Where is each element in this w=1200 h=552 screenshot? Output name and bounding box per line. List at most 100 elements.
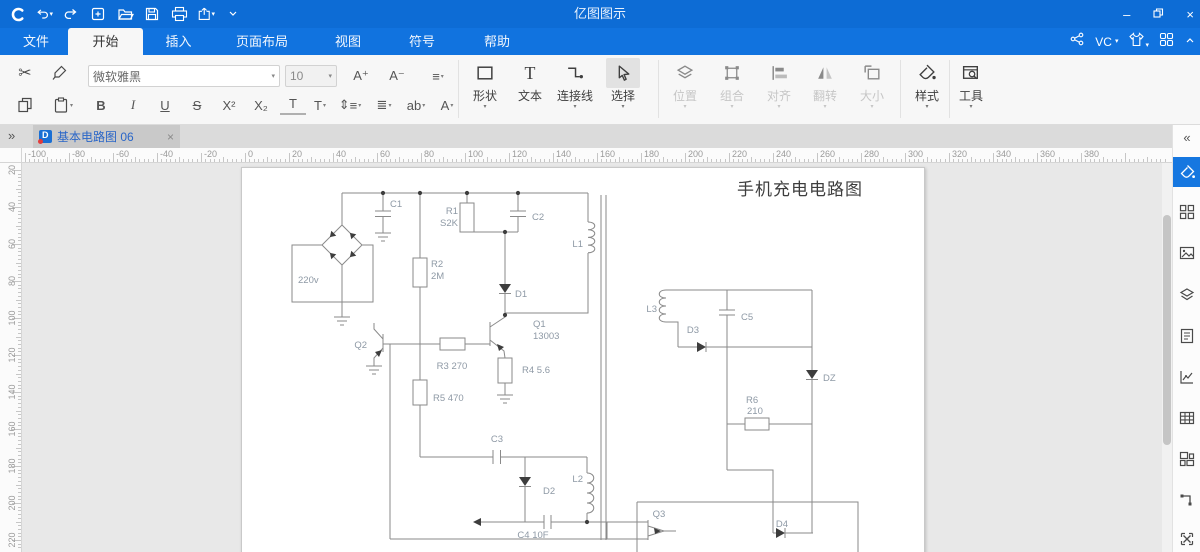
- sidebar-table-icon[interactable]: [1173, 406, 1200, 430]
- select-tool-button[interactable]: 选择▾: [600, 58, 646, 122]
- save-button[interactable]: [143, 5, 161, 23]
- shrink-font-button[interactable]: A⁻: [389, 68, 405, 83]
- size-button[interactable]: 大小▾: [849, 58, 895, 122]
- account-button[interactable]: VC▾: [1095, 34, 1119, 49]
- tab-close-icon[interactable]: ×: [166, 129, 174, 144]
- share-icon[interactable]: [1069, 31, 1085, 52]
- tab-list-expand-icon[interactable]: »: [8, 128, 16, 143]
- group-button[interactable]: 组合▾: [709, 58, 755, 122]
- ruler-tick: [214, 159, 216, 162]
- ruler-tick: [121, 159, 123, 162]
- document-tab[interactable]: 基本电路图 06 ×: [33, 125, 180, 148]
- apps-grid-icon[interactable]: [1159, 32, 1174, 52]
- font-size-select[interactable]: 10▾: [285, 65, 337, 87]
- ruler-tick: [12, 540, 21, 541]
- ruler-tick: [830, 159, 832, 162]
- text-color-button[interactable]: T: [280, 93, 306, 115]
- underline-button[interactable]: U: [160, 97, 170, 113]
- ribbon-toolbar: ✂ ▾ 微软雅黑▾ 10▾ A⁺ A⁻ ≡▾ B I U S X² X₂ T T…: [0, 55, 1200, 125]
- align-text-button[interactable]: ≡▾: [432, 68, 444, 84]
- drawing-canvas[interactable]: 手机充电电路图: [22, 163, 1162, 552]
- ruler-tick: [869, 159, 871, 162]
- ruler-tick: [18, 358, 21, 360]
- position-button[interactable]: 位置▾: [662, 58, 708, 122]
- redo-button[interactable]: [62, 5, 80, 23]
- shape-tool-button[interactable]: 形状▾: [462, 58, 508, 122]
- circuit-label: 220v: [298, 275, 319, 286]
- ruler-tick: [148, 159, 150, 162]
- open-file-button[interactable]: [116, 5, 134, 23]
- sidebar-layers-icon[interactable]: [1173, 283, 1200, 307]
- change-case-button[interactable]: T▾: [314, 97, 326, 113]
- scrollbar-thumb[interactable]: [1163, 215, 1171, 445]
- sidebar-note-icon[interactable]: [1173, 324, 1200, 348]
- ruler-tick: [698, 159, 700, 162]
- minimize-button[interactable]: –: [1123, 6, 1131, 22]
- italic-button[interactable]: I: [130, 97, 136, 112]
- ruler-tick: [438, 159, 440, 162]
- sidebar-chart-icon[interactable]: [1173, 365, 1200, 389]
- sidebar-resize-arrows-icon[interactable]: [1173, 527, 1200, 551]
- ruler-tick: [267, 157, 268, 162]
- ruler-tick: [583, 159, 585, 162]
- ruler-label: 140: [7, 384, 17, 400]
- sidebar-connector-icon[interactable]: [1173, 488, 1200, 512]
- ruler-tick: [403, 159, 405, 162]
- bullet-list-button[interactable]: ≣▾: [376, 97, 392, 112]
- menu-symbols[interactable]: 符号: [408, 34, 435, 49]
- line-spacing-button[interactable]: ⇕≡▾: [338, 97, 362, 113]
- customize-toolbar-chevron[interactable]: [224, 5, 242, 23]
- export-button[interactable]: ▾: [197, 5, 215, 23]
- sidebar-collapse-icon[interactable]: «: [1183, 130, 1191, 145]
- sidebar-image-icon[interactable]: [1173, 241, 1200, 265]
- diode-D2: [519, 477, 531, 486]
- style-button[interactable]: 样式▾: [905, 58, 949, 122]
- menu-page-layout[interactable]: 页面布局: [235, 34, 288, 49]
- ruler-tick: [1023, 159, 1025, 162]
- ruler-tick: [605, 159, 607, 162]
- cut-button[interactable]: ✂: [18, 65, 32, 82]
- ruler-tick: [504, 159, 506, 162]
- menu-home[interactable]: 开始: [68, 28, 143, 55]
- highlight-button[interactable]: ab▾: [406, 97, 426, 113]
- paste-button[interactable]: ▾: [46, 93, 80, 117]
- print-button[interactable]: [170, 5, 188, 23]
- ruler-tick: [685, 153, 686, 162]
- undo-button[interactable]: ▾: [35, 5, 53, 23]
- copy-button[interactable]: [12, 93, 38, 117]
- font-color-button[interactable]: A▾: [440, 97, 454, 113]
- theme-icon[interactable]: ▾: [1128, 31, 1149, 52]
- strikethrough-button[interactable]: S: [192, 97, 202, 113]
- close-button[interactable]: ×: [1186, 6, 1194, 22]
- menu-view[interactable]: 视图: [334, 34, 361, 49]
- ruler-label: 120: [7, 347, 17, 363]
- menu-file[interactable]: 文件: [22, 34, 49, 49]
- flip-button[interactable]: 翻转▾: [802, 58, 848, 122]
- sidebar-blocks-icon[interactable]: [1173, 447, 1200, 471]
- text-tool-button[interactable]: T 文本: [507, 58, 553, 122]
- font-family-select[interactable]: 微软雅黑▾: [88, 65, 280, 87]
- grow-font-button[interactable]: A⁺: [353, 68, 369, 83]
- format-painter-button[interactable]: [46, 61, 72, 85]
- superscript-button[interactable]: X²: [222, 97, 236, 113]
- ruler-tick: [570, 159, 572, 162]
- bold-button[interactable]: B: [96, 97, 106, 113]
- ruler-label: 220: [732, 149, 748, 159]
- subscript-button[interactable]: X₂: [254, 97, 268, 113]
- ruler-label: 80: [424, 149, 435, 159]
- new-document-button[interactable]: [89, 5, 107, 23]
- ruler-tick: [18, 247, 21, 249]
- ruler-tick: [18, 477, 21, 479]
- restore-button[interactable]: [1152, 7, 1164, 21]
- sidebar-symbol-library-icon[interactable]: [1173, 200, 1200, 224]
- collapse-ribbon-icon[interactable]: [1184, 33, 1196, 51]
- connector-tool-button[interactable]: 连接线▾: [552, 58, 598, 122]
- sidebar-fill-style-button[interactable]: [1173, 157, 1200, 187]
- ruler-tick: [610, 159, 612, 162]
- menu-help[interactable]: 帮助: [483, 34, 510, 49]
- menu-insert[interactable]: 插入: [165, 34, 192, 49]
- tools-button[interactable]: 工具▾: [951, 58, 991, 122]
- align-button[interactable]: 对齐▾: [756, 58, 802, 122]
- ruler-tick: [883, 157, 884, 162]
- ruler-tick: [957, 159, 959, 162]
